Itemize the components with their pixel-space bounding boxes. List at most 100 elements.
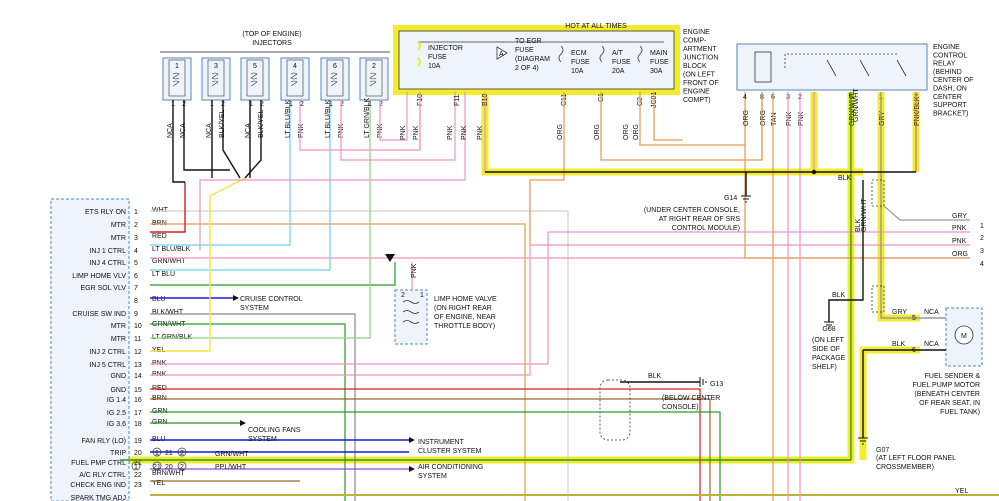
injector-pin-right: 2 (260, 101, 264, 108)
injector-coil (211, 72, 219, 87)
ecm-pin-number: 21 (134, 460, 142, 467)
relay-switch-2 (859, 59, 870, 77)
injector-wire-left: LT GRN/BLK (364, 97, 371, 138)
wire-pin5-grnwht (150, 262, 396, 286)
injector-fuse-symbol (417, 41, 421, 67)
rc-gry-wire (883, 205, 970, 221)
g13-wire-label: BLK (648, 373, 662, 380)
fb-wire-org-4: ORG (633, 124, 640, 140)
circle-a (152, 447, 162, 457)
ecm-pin-label: MTR (111, 323, 126, 330)
pump-wire-top: GRY (892, 309, 907, 316)
egr-fuse-4: 2 OF 4) (515, 65, 539, 72)
ecm-pin-number: 14 (134, 373, 142, 380)
injector-pin-left: 1 (329, 101, 333, 108)
ecm-fuse-symbol (558, 45, 564, 63)
ecm-pin-number: 11 (134, 336, 141, 343)
g08-wire-label: BLK (832, 292, 846, 299)
ecm-pin-number: 23 (134, 482, 142, 489)
egr-fuse-1: TO EGR (515, 38, 542, 45)
inj6-pnk-wire (340, 92, 456, 161)
fb-desc-4: BLOCK (683, 63, 707, 70)
ecm-pin-label: MTR (111, 235, 126, 242)
g08-desc-2: PACKAGE (812, 355, 846, 362)
rc-pin-number: 2 (980, 235, 984, 242)
ecm-pin-label: IG 3.6 (107, 421, 126, 428)
egr-fuse-marker (496, 46, 508, 60)
circle-g-text: 2 (180, 464, 184, 471)
relay-wire-label: ORG (760, 110, 767, 126)
ecm-pin-label: CHECK ENG IND (70, 482, 126, 489)
relay-gry-1 (880, 92, 920, 319)
injector-pin-right: 2 (340, 101, 344, 108)
injector-pin-left: 1 (368, 101, 372, 108)
wire-pin13-pnk (150, 231, 970, 365)
injector-inner (365, 59, 383, 97)
inj2-pnk-wire (379, 92, 408, 141)
fb-desc-1: COMP- (683, 38, 707, 45)
relay-desc-3: (BEHIND (933, 69, 962, 76)
yel-inline: YEL (955, 488, 968, 495)
injector-wire-left: LT BLU/BLK (325, 99, 332, 138)
injector-inner (207, 59, 225, 97)
limp-desc-1: (ON RIGHT REAR (434, 305, 492, 312)
ecm-pin-number: 20 (134, 450, 142, 457)
g08-desc-0: (ON LEFT (812, 337, 845, 344)
pnk-feed-wire (199, 92, 466, 250)
fb-desc-8: COMPT) (683, 97, 711, 104)
fuse-block-box (398, 30, 675, 90)
hot-label: HOT AT ALL TIMES (565, 23, 627, 30)
main-fuse-3: 30A (650, 68, 663, 75)
ecm-fuse-1: ECM (571, 50, 587, 57)
circle-e (131, 461, 141, 471)
g08-connector-lower (871, 285, 885, 313)
pump-desc-2: (BENEATH CENTER (914, 391, 980, 398)
fans-label-1: COOLING FANS (248, 427, 301, 434)
injector-number: 5 (253, 63, 257, 70)
rc-pin-number: 4 (980, 261, 984, 268)
ecm-wire-label: GRN/WHT (152, 258, 186, 265)
circle-c (177, 447, 187, 457)
ecm-pin-number: 18 (134, 421, 142, 428)
fuse-block-highlight (393, 25, 680, 95)
g08-ground-symbol (824, 321, 834, 329)
blk-splice (811, 169, 817, 175)
wire-pin16-brn (150, 398, 711, 501)
relay-wire-label: PNK (786, 111, 793, 126)
limp-coil (402, 300, 420, 324)
inj1-2-wire (183, 100, 230, 171)
injectors-title-2: INJECTORS (252, 40, 292, 47)
injector-coil (172, 72, 180, 87)
cluster-label-2: CLUSTER SYSTEM (418, 448, 482, 455)
relay-desc-2: RELAY (933, 61, 956, 68)
fb-wire-pnk-5: PNK (477, 125, 484, 140)
ecm-pin-label: ETS RLY ON (85, 209, 126, 216)
limp-arrow (385, 254, 395, 262)
fb-wire-pnk-1: PNK (400, 125, 407, 140)
relay-wire-label: GRN/WHT (849, 92, 856, 126)
fb-desc-7: ENGINE (683, 89, 710, 96)
ecm-pin-number: 16 (134, 397, 142, 404)
fuse-block: HOT AT ALL TIMES A INJECTOR FUSE 10A TO … (398, 23, 719, 108)
fb-desc-3: JUNCTION (683, 55, 718, 62)
circle-f-text: 21 (153, 464, 161, 471)
injector-number: 2 (372, 63, 376, 70)
ecm-wire-label: BLK/WHT (152, 309, 184, 316)
g13-ground-symbol (699, 377, 707, 387)
inj3-blkyel-wire (222, 100, 241, 179)
ecm-pin-label: TRIP (110, 450, 126, 457)
injector-pin-left: 1 (289, 101, 293, 108)
egr-marker-letter: A (499, 51, 504, 58)
ac-label-1: AIR CONDITIONING (418, 464, 483, 471)
ecm-pin-label: FAN RLY (LO) (82, 438, 126, 445)
at-fuse-1: A/T (612, 50, 624, 57)
injector-inner (168, 59, 186, 97)
pump-desc-1: FUEL PUMP MOTOR (912, 382, 980, 389)
ecm-pin-number: 4 (134, 248, 138, 255)
cluster-arrow (409, 437, 415, 443)
relay-switch-1 (826, 59, 837, 77)
